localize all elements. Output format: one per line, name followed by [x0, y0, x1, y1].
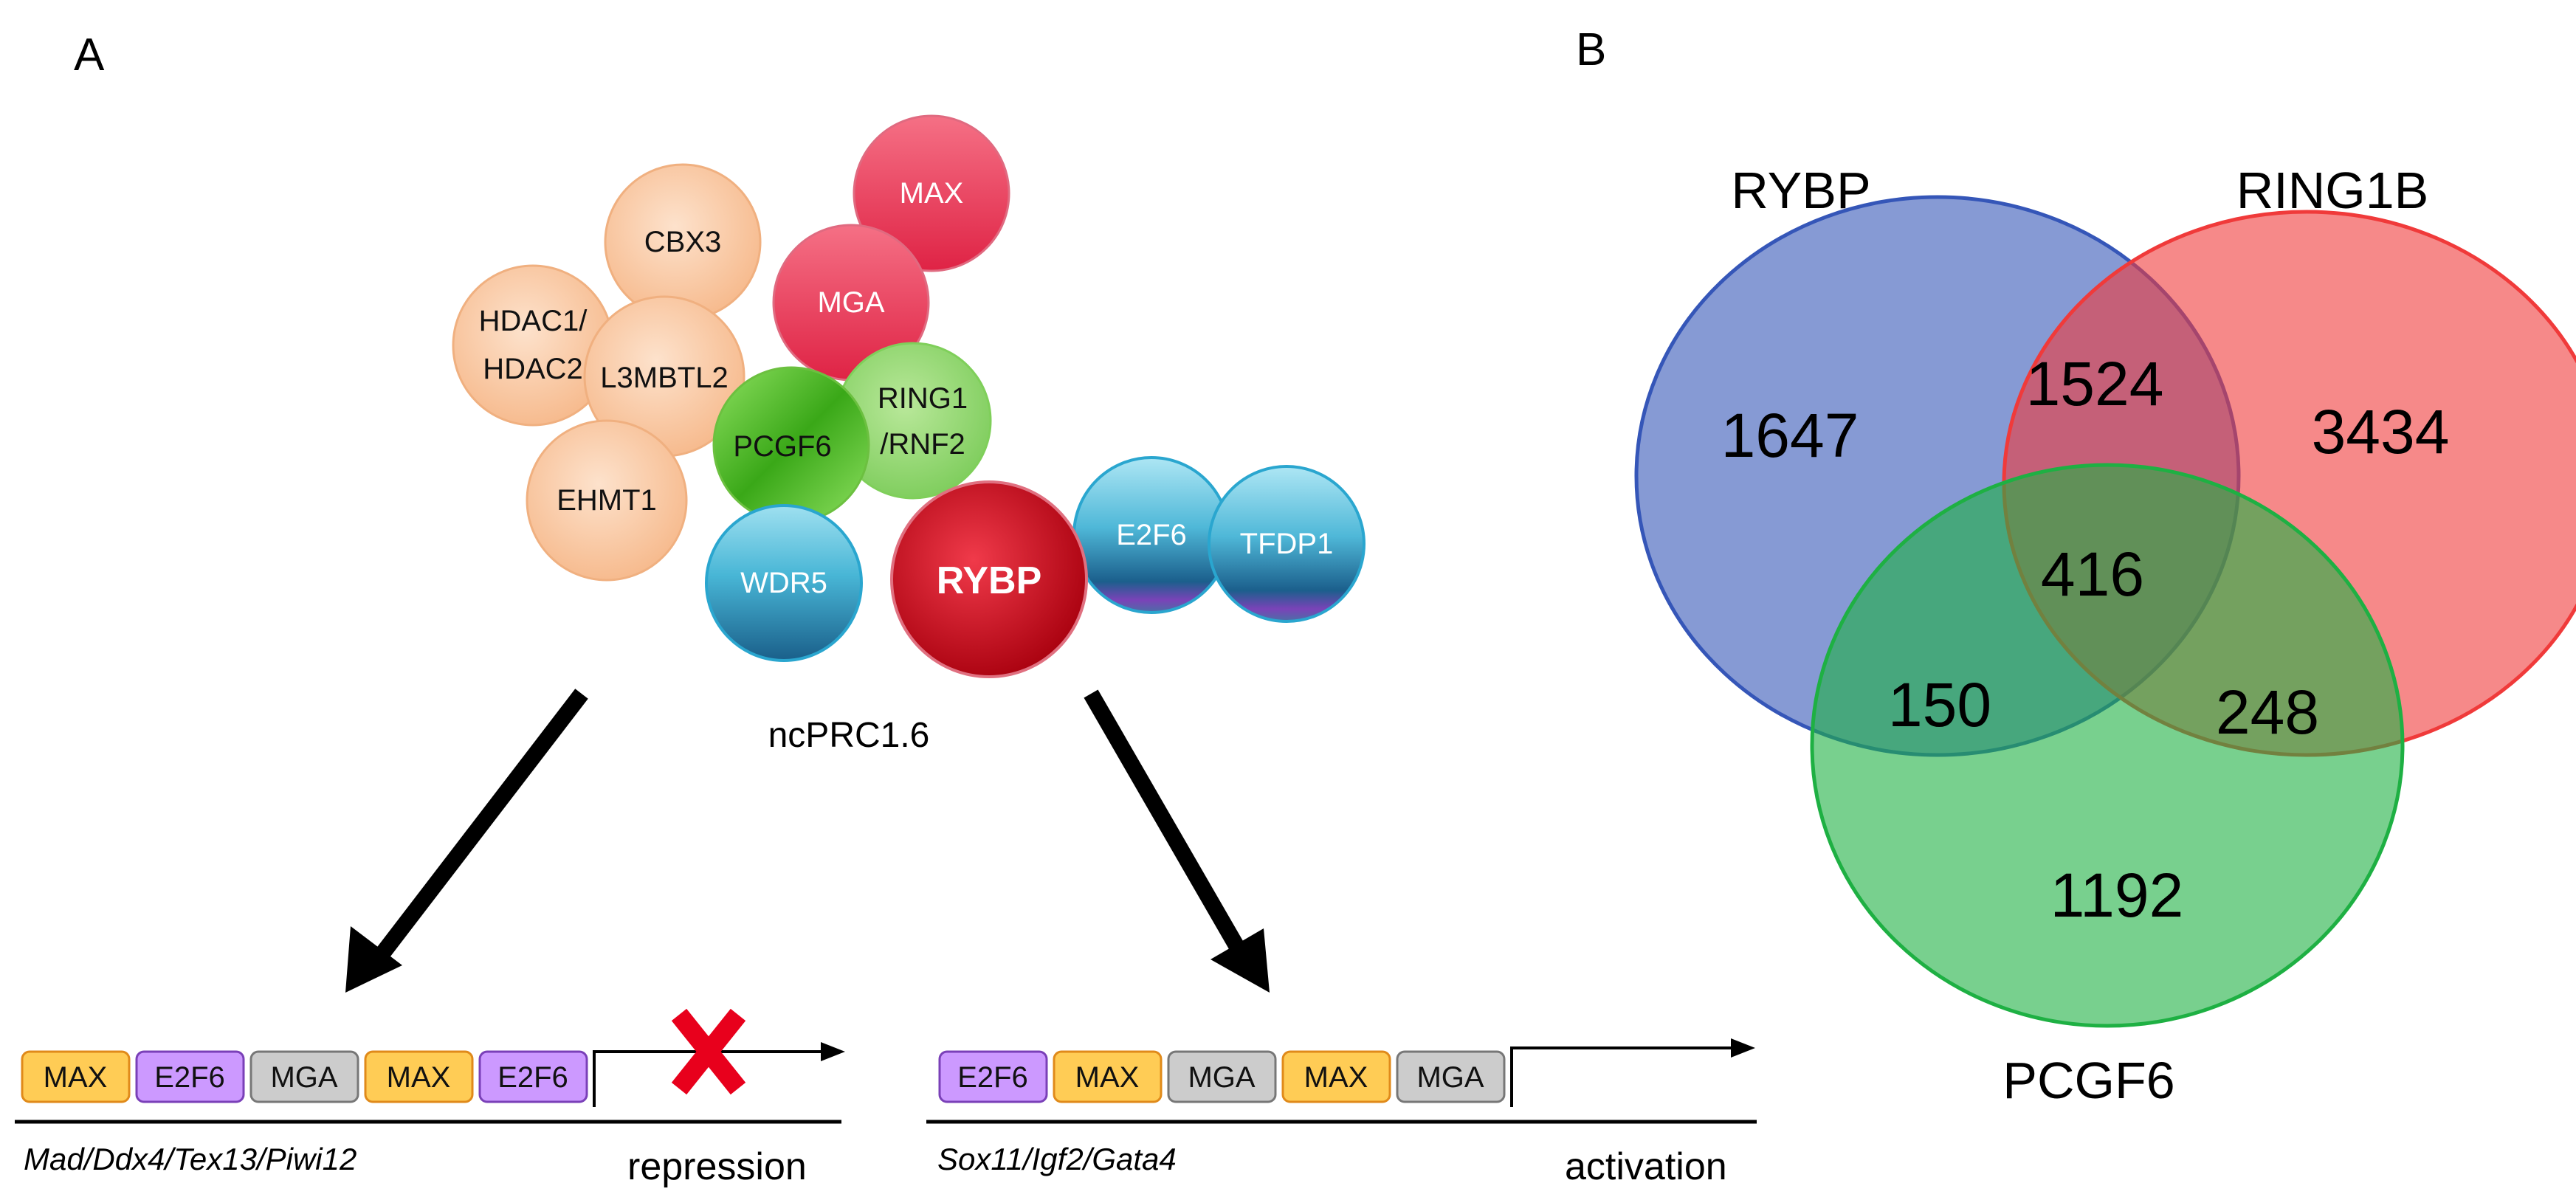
venn-diagram: RYBP RING1B PCGF6 1647 1524 3434 416 150… — [1634, 162, 2576, 1109]
motif-box-mga: MGA — [1167, 1050, 1277, 1103]
motif-box-e2f6: E2F6 — [478, 1050, 588, 1103]
motif-label: MAX — [1304, 1061, 1368, 1094]
venn-circle-pcgf6 — [1810, 463, 2405, 1028]
protein-label-l3mbtl2: L3MBTL2 — [600, 362, 728, 394]
activation-arrow-head — [1210, 928, 1270, 993]
tss-arrow-head — [1731, 1038, 1755, 1058]
protein-cbx3: CBX3 — [604, 163, 762, 321]
protein-label-mga: MGA — [817, 286, 884, 319]
complex-name: ncPRC1.6 — [768, 716, 930, 755]
motif-label: E2F6 — [497, 1061, 568, 1094]
panel-label-b: B — [1576, 24, 1606, 75]
protein-label-max: MAX — [900, 177, 964, 210]
motif-label: E2F6 — [154, 1061, 225, 1094]
protein-label-ring-line1: RING1 — [878, 382, 968, 415]
repression-x-icon — [671, 1008, 746, 1095]
protein-label-ring-line2: /RNF2 — [880, 428, 965, 461]
protein-pcgf6: PCGF6 — [712, 366, 870, 524]
motif-box-mga: MGA — [249, 1050, 359, 1103]
motif-box-max: MAX — [364, 1050, 474, 1103]
arrows — [345, 689, 1270, 993]
protein-l3mbtl2: L3MBTL2 — [583, 295, 745, 458]
motif-label: MAX — [44, 1061, 108, 1094]
motif-box-e2f6: E2F6 — [135, 1050, 245, 1103]
protein-label-wdr5: WDR5 — [740, 567, 827, 599]
venn-count-rybp-only: 1647 — [1721, 401, 1859, 470]
venn-set-label-pcgf6: PCGF6 — [2002, 1052, 2174, 1109]
tss-arrow-head — [821, 1042, 845, 1061]
motif-label: MAX — [387, 1061, 451, 1094]
motif-box-max: MAX — [21, 1050, 131, 1103]
protein-ehmt1: EHMT1 — [526, 419, 688, 582]
protein-hdac: HDAC1/ HDAC2 — [452, 264, 614, 427]
repression-arrow-shaft — [371, 689, 588, 965]
motif-box-e2f6: E2F6 — [938, 1050, 1048, 1103]
tss-arrow — [1510, 1046, 1742, 1107]
tss-arrow — [593, 1050, 834, 1107]
protein-label-e2f6: E2F6 — [1116, 519, 1187, 551]
motif-label: MGA — [1188, 1061, 1255, 1094]
venn-count-rybp-pcgf6: 150 — [1888, 670, 1991, 739]
activation-arrow-shaft — [1084, 689, 1247, 956]
repression-gene-list: Mad/Ddx4/Tex13/Piwi12 — [24, 1142, 357, 1176]
protein-label-ehmt1: EHMT1 — [557, 484, 657, 517]
activation-label: activation — [1565, 1145, 1727, 1188]
activation-gene-list: Sox11/Igf2/Gata4 — [937, 1142, 1177, 1176]
protein-tfdp1: TFDP1 — [1208, 465, 1366, 623]
motif-label: MAX — [1075, 1061, 1140, 1094]
protein-label-hdac-line1: HDAC1/ — [479, 305, 588, 337]
motif-label: E2F6 — [957, 1061, 1028, 1094]
venn-set-label-ring1b: RING1B — [2236, 162, 2429, 219]
activation-promoter: E2F6 MAX MGA MAX MGA Sox11/Igf2/Gata4 ac… — [926, 1038, 1757, 1188]
venn-count-pcgf6-only: 1192 — [2050, 861, 2184, 930]
protein-rybp: RYBP — [890, 480, 1088, 678]
repression-label: repression — [627, 1145, 807, 1188]
motif-label: MGA — [1416, 1061, 1484, 1094]
protein-label-hdac-line2: HDAC2 — [483, 353, 583, 385]
protein-e2f6: E2F6 — [1072, 456, 1230, 614]
venn-count-all-three: 416 — [2041, 539, 2144, 609]
complex-diagram: MAX CBX3 MGA HDAC1/ HDAC2 L3MBTL2 RING1 … — [452, 114, 1366, 755]
venn-count-ring1b-only: 3434 — [2312, 397, 2450, 466]
repression-promoter: MAX E2F6 MGA MAX E2F6 Mad/Ddx4/Tex13/Piw… — [15, 1008, 845, 1188]
panel-label-a: A — [74, 30, 105, 80]
protein-ring1-rnf2: RING1 /RNF2 — [834, 342, 992, 500]
repression-arrow-head — [345, 926, 402, 993]
protein-mga: MGA — [772, 224, 930, 382]
venn-count-rybp-ring1b: 1524 — [2026, 349, 2164, 418]
protein-wdr5: WDR5 — [705, 504, 863, 662]
venn-count-ring1b-pcgf6: 248 — [2216, 677, 2319, 747]
protein-max: MAX — [853, 114, 1010, 272]
motif-box-max: MAX — [1053, 1050, 1163, 1103]
motif-box-mga: MGA — [1396, 1050, 1506, 1103]
protein-label-rybp: RYBP — [937, 559, 1042, 602]
motif-label: MGA — [270, 1061, 337, 1094]
protein-label-pcgf6: PCGF6 — [733, 430, 831, 463]
motif-box-max: MAX — [1281, 1050, 1391, 1103]
venn-set-label-rybp: RYBP — [1731, 162, 1870, 219]
protein-label-tfdp1: TFDP1 — [1240, 528, 1334, 560]
protein-label-cbx3: CBX3 — [644, 226, 722, 258]
